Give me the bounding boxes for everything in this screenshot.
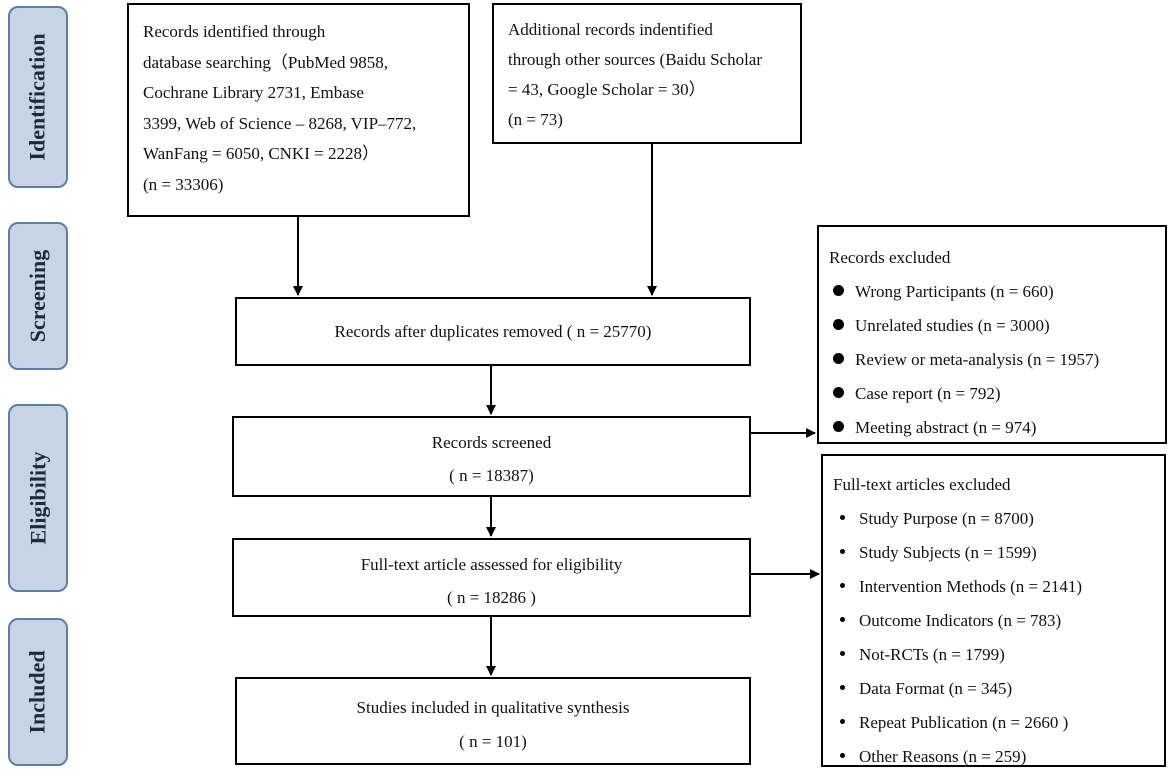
fulltext-excluded-item: Study Subjects (n = 1599) bbox=[833, 536, 1164, 570]
fulltext-assessed-count: ( n = 18286 ) bbox=[447, 588, 536, 607]
records-screened-label: Records screened bbox=[431, 433, 552, 452]
additional-count: (n = 73) bbox=[508, 110, 563, 129]
fulltext-excluded-item: Not-RCTs (n = 1799) bbox=[833, 638, 1164, 672]
fulltext-excluded-box: Full-text articles excluded Study Purpos… bbox=[821, 454, 1166, 767]
phase-included: Included bbox=[8, 618, 68, 766]
phase-identification: Identification bbox=[8, 6, 68, 188]
identified-line: Records identified through bbox=[143, 22, 326, 41]
records-identified-box: Records identified through database sear… bbox=[127, 3, 470, 217]
phase-eligibility: Eligibility bbox=[8, 404, 68, 592]
records-excluded-item: Case report (n = 792) bbox=[829, 377, 1165, 411]
records-excluded-item: Wrong Participants (n = 660) bbox=[829, 275, 1165, 309]
studies-included-box: Studies included in qualitative synthesi… bbox=[235, 677, 751, 765]
identified-line: Cochrane Library 2731, Embase bbox=[143, 83, 364, 102]
records-excluded-title: Records excluded bbox=[829, 248, 951, 267]
duplicates-removed-box: Records after duplicates removed ( n = 2… bbox=[235, 297, 751, 366]
fulltext-excluded-item: Outcome Indicators (n = 783) bbox=[833, 604, 1164, 638]
records-excluded-item: Unrelated studies (n = 3000) bbox=[829, 309, 1165, 343]
additional-records-box: Additional records indentified through o… bbox=[492, 3, 802, 144]
fulltext-excluded-item: Other Reasons (n = 259) bbox=[833, 740, 1164, 774]
fulltext-excluded-item: Repeat Publication (n = 2660 ) bbox=[833, 706, 1164, 740]
duplicates-removed-text: Records after duplicates removed ( n = 2… bbox=[334, 322, 652, 341]
records-excluded-item: Meeting abstract (n = 974) bbox=[829, 411, 1165, 445]
records-excluded-box: Records excluded Wrong Participants (n =… bbox=[817, 225, 1167, 444]
records-excluded-item: Review or meta-analysis (n = 1957) bbox=[829, 343, 1165, 377]
studies-included-count: ( n = 101) bbox=[459, 732, 527, 751]
fulltext-excluded-item: Study Purpose (n = 8700) bbox=[833, 502, 1164, 536]
records-screened-count: ( n = 18387) bbox=[449, 466, 534, 485]
additional-line: Additional records indentified bbox=[508, 20, 713, 39]
fulltext-excluded-item: Intervention Methods (n = 2141) bbox=[833, 570, 1164, 604]
fulltext-assessed-box: Full-text article assessed for eligibili… bbox=[232, 538, 751, 617]
additional-line: = 43, Google Scholar = 30） bbox=[508, 80, 706, 99]
identified-line: WanFang = 6050, CNKI = 2228） bbox=[143, 144, 379, 163]
identified-count: (n = 33306) bbox=[143, 174, 224, 194]
fulltext-excluded-item: Data Format (n = 345) bbox=[833, 672, 1164, 706]
records-screened-box: Records screened ( n = 18387) bbox=[232, 416, 751, 497]
studies-included-label: Studies included in qualitative synthesi… bbox=[356, 698, 630, 717]
fulltext-assessed-label: Full-text article assessed for eligibili… bbox=[360, 555, 623, 574]
identified-line: database searching（PubMed 9858, bbox=[143, 52, 389, 72]
additional-line: through other sources (Baidu Scholar bbox=[508, 50, 762, 69]
phase-screening: Screening bbox=[8, 222, 68, 370]
identified-line: 3399, Web of Science – 8268, VIP–772, bbox=[143, 113, 417, 133]
fulltext-excluded-title: Full-text articles excluded bbox=[833, 475, 1011, 494]
